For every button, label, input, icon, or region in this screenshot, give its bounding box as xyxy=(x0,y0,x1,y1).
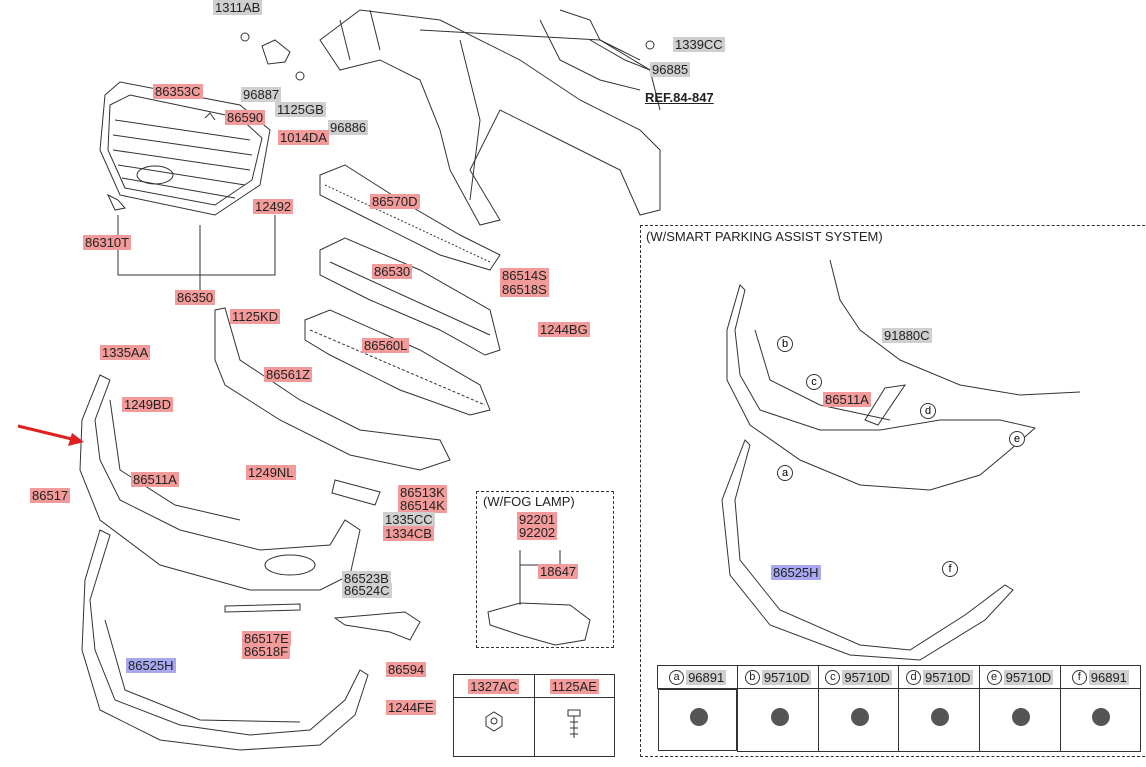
sensor-code-e: 95710D xyxy=(1003,669,1054,685)
part-label-86530: 86530 xyxy=(372,264,413,279)
sensor-key-a: a xyxy=(669,669,685,685)
part-label-86523B: 86523B xyxy=(342,571,391,586)
sensor-code-f: 96891 xyxy=(1088,669,1129,685)
front-bumper-cover xyxy=(79,374,361,591)
spas-bumper-cover xyxy=(726,284,1037,491)
part-label-1335CC: 1335CC xyxy=(383,512,435,527)
sensor-key-e: e xyxy=(986,669,1002,685)
part-label-1125KD: 1125KD xyxy=(230,309,281,324)
sensor-cell-f xyxy=(1059,688,1142,752)
spas-lower-lip xyxy=(721,439,1014,661)
fastener-nut-cell xyxy=(453,697,535,757)
upper-air-guard xyxy=(319,164,501,271)
part-label-18647: 18647 xyxy=(538,564,579,579)
part-label-86560L: 86560L xyxy=(362,338,410,353)
sensor-code-d: 95710D xyxy=(923,669,973,685)
grille-leader-lines xyxy=(117,215,276,290)
part-label-1339CC: 1339CC xyxy=(673,37,725,52)
lower-grille xyxy=(304,309,491,416)
sensor-key-d: d xyxy=(906,669,921,685)
sensor-wiring xyxy=(829,259,1081,396)
part-label-86350: 86350 xyxy=(175,290,216,305)
part-label-92202: 92202 xyxy=(517,525,558,540)
fog-lamp-box: (W/FOG LAMP) xyxy=(476,491,614,648)
part-label-1125GB: 1125GB xyxy=(275,102,326,117)
part-label-96885: 96885 xyxy=(650,62,691,77)
part-label-1014DA: 1014DA xyxy=(278,130,329,145)
sensor-key-b: b xyxy=(744,669,760,685)
fastener-1327AC: 1327AC xyxy=(468,678,520,694)
fastener-1125AE: 1125AE xyxy=(549,678,599,694)
sensor-code-c: 95710D xyxy=(842,669,892,685)
callout-c: c xyxy=(806,374,822,390)
spas-box: (W/SMART PARKING ASSIST SYSTEM) xyxy=(640,225,1145,757)
sensor-cell-e xyxy=(979,688,1061,752)
sensor-key-c: c xyxy=(825,669,841,685)
front-end-carrier xyxy=(240,9,661,226)
sensor-cell-d xyxy=(898,688,981,752)
part-label-86517E: 86517E xyxy=(242,631,291,646)
part-label-86570D: 86570D xyxy=(370,194,420,209)
part-label-1311AB: 1311AB xyxy=(213,0,263,15)
part-label-86561Z: 86561Z xyxy=(264,367,313,382)
sensor-cell-a xyxy=(657,689,738,751)
part-label-96887: 96887 xyxy=(241,87,282,102)
part-label-86518F: 86518F xyxy=(242,644,291,659)
spas-box-title: (W/SMART PARKING ASSIST SYSTEM) xyxy=(646,229,883,244)
red-arrow xyxy=(17,424,84,446)
part-label-86594: 86594 xyxy=(386,662,427,677)
sensor-code-a: 96891 xyxy=(686,669,727,685)
part-label-86590: 86590 xyxy=(225,110,266,125)
callout-e: e xyxy=(1009,431,1025,447)
part-label-86525H-left: 86525H xyxy=(126,658,176,673)
part-label-86310T: 86310T xyxy=(83,235,132,250)
part-label-86514S: 86514S xyxy=(500,268,549,283)
part-label-91880C: 91880C xyxy=(882,328,932,343)
callout-b: b xyxy=(777,336,793,352)
part-label-86514K: 86514K xyxy=(398,498,447,513)
part-label-86518S: 86518S xyxy=(500,282,549,297)
callout-a: a xyxy=(777,465,793,481)
fastener-bolt-cell xyxy=(533,697,615,757)
sensor-cell-b xyxy=(737,688,819,752)
sensor-cell-c xyxy=(817,688,900,752)
sensor-key-f: f xyxy=(1071,669,1087,685)
part-label-1244BG: 1244BG xyxy=(538,322,590,337)
energy-absorber xyxy=(214,307,451,471)
ref-label: REF.84-847 xyxy=(645,90,714,105)
part-label-1249BD: 1249BD xyxy=(122,397,173,412)
fog-lamp xyxy=(487,602,591,646)
part-label-1335AA: 1335AA xyxy=(100,345,151,360)
part-label-92201: 92201 xyxy=(517,512,558,527)
part-label-86353C: 86353C xyxy=(153,84,203,99)
callout-f: f xyxy=(942,561,958,577)
part-label-86524C: 86524C xyxy=(342,583,392,598)
part-label-86525H-right: 86525H xyxy=(771,565,821,580)
lower-bumper-lip xyxy=(81,529,369,751)
sensor-code-b: 95710D xyxy=(761,669,812,685)
part-label-1249NL: 1249NL xyxy=(246,465,296,480)
part-label-1244FE: 1244FE xyxy=(386,700,436,715)
part-label-96886: 96886 xyxy=(328,120,369,135)
fastener-table: 1327AC 1125AE xyxy=(453,674,615,757)
part-label-86513K: 86513K xyxy=(398,485,447,500)
part-label-1334CB: 1334CB xyxy=(383,526,434,541)
part-label-86517: 86517 xyxy=(30,488,71,503)
fog-garnish xyxy=(333,611,421,641)
bumper-beam xyxy=(319,237,501,356)
callout-d: d xyxy=(920,403,936,419)
part-label-86511A-left: 86511A xyxy=(131,472,179,487)
part-label-86511A-right: 86511A xyxy=(823,392,871,407)
garnish-strip xyxy=(224,603,301,613)
part-label-12492: 12492 xyxy=(253,199,294,214)
fog-lamp-box-title: (W/FOG LAMP) xyxy=(483,494,575,509)
